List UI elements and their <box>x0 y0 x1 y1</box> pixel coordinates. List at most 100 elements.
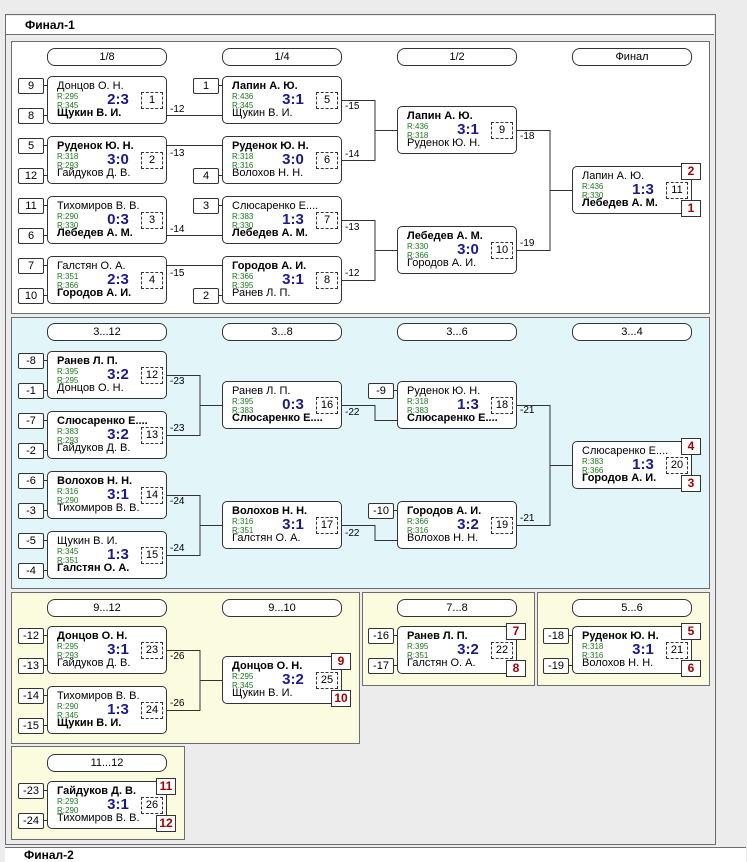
loser-link-label: -23 <box>170 376 185 387</box>
match-number: 9 <box>491 122 513 139</box>
match-card[interactable]: Тихомиров В. В. R:290 R:345 1:3 24 Щукин… <box>47 686 167 734</box>
player-2-rating: R:293 <box>57 161 79 170</box>
match-number: 24 <box>141 702 163 719</box>
seed-box: 4 <box>193 168 219 184</box>
seed-box: 9 <box>18 78 44 94</box>
player-1-rating: R:383 <box>582 457 604 466</box>
match-card[interactable]: Донцов О. Н. R:295 R:345 2:3 1 Щукин В. … <box>47 76 167 124</box>
player-1-name: Лапин А. Ю. <box>232 80 298 92</box>
player-2-rating: R:366 <box>407 251 429 260</box>
player-2-name: Слюсаренко Е.... <box>407 412 498 424</box>
player-1-rating: R:318 <box>232 152 254 161</box>
match-card[interactable]: Лапин А. Ю. R:436 R:330 1:3 11 Лебедев А… <box>572 166 692 214</box>
seed-box: -2 <box>18 443 44 459</box>
player-1-name: Донцов О. Н. <box>57 630 128 642</box>
player-1-rating: R:295 <box>57 642 79 651</box>
player-2-rating: R:345 <box>232 101 254 110</box>
seed-box: -15 <box>18 718 44 734</box>
player-2-rating: R:330 <box>232 221 254 230</box>
player-2-name: Волохов Н. Н. <box>582 657 654 669</box>
player-1-name: Волохов Н. Н. <box>57 475 133 487</box>
place-badge: 8 <box>506 660 526 677</box>
match-card[interactable]: Донцов О. Н. R:295 R:345 3:2 25 Щукин В.… <box>222 656 342 704</box>
player-1-rating: R:345 <box>57 547 79 556</box>
player-1-name: Ранев Л. П. <box>57 355 118 367</box>
loser-link-label: -15 <box>170 268 185 279</box>
player-1-name: Руденок Ю. Н. <box>232 140 309 152</box>
match-card[interactable]: Лапин А. Ю. R:436 R:318 3:1 9 Руденок Ю.… <box>397 106 517 154</box>
seed-box: 8 <box>18 108 44 124</box>
match-card[interactable]: Слюсаренко Е.... R:383 R:293 3:2 13 Гайд… <box>47 411 167 459</box>
match-card[interactable]: Лебедев А. М. R:330 R:366 3:0 10 Городов… <box>397 226 517 274</box>
match-card[interactable]: Волохов Н. Н. R:316 R:290 3:1 14 Тихомир… <box>47 471 167 519</box>
player-1-rating: R:395 <box>57 367 79 376</box>
match-number: 20 <box>666 457 688 474</box>
player-1-rating: R:318 <box>582 642 604 651</box>
match-card[interactable]: Щукин В. И. R:345 R:351 1:3 15 Галстян О… <box>47 531 167 579</box>
player-2-name: Гайдуков Д. В. <box>57 167 131 179</box>
player-2-name: Донцов О. Н. <box>57 382 124 394</box>
match-score: 3:0 <box>107 151 129 168</box>
player-2-rating: R:345 <box>232 681 254 690</box>
match-card[interactable]: Слюсаренко Е.... R:383 R:366 1:3 20 Горо… <box>572 441 692 489</box>
match-number: 26 <box>141 797 163 814</box>
match-score: 3:2 <box>457 516 479 533</box>
match-card[interactable]: Руденок Ю. Н. R:318 R:316 3:0 6 Волохов … <box>222 136 342 184</box>
seed-box: -7 <box>18 413 44 429</box>
player-1-rating: R:436 <box>407 122 429 131</box>
match-card[interactable]: Руденок Ю. Н. R:318 R:293 3:0 2 Гайдуков… <box>47 136 167 184</box>
player-1-name: Ранев Л. П. <box>232 385 291 397</box>
match-card[interactable]: Галстян О. А. R:351 R:366 2:3 4 Городов … <box>47 256 167 304</box>
player-1-rating: R:395 <box>407 642 429 651</box>
round-header-3-8: 3...8 <box>222 323 342 341</box>
player-1-rating: R:366 <box>232 272 254 281</box>
match-card[interactable]: Руденок Ю. Н. R:318 R:383 1:3 18 Слюсаре… <box>397 381 517 429</box>
match-card[interactable]: Тихомиров В. В. R:290 R:330 0:3 3 Лебеде… <box>47 196 167 244</box>
seed-box: -17 <box>368 658 394 674</box>
loser-link-label: -21 <box>520 405 535 416</box>
match-card[interactable]: Городов А. И. R:366 R:395 3:1 8 Ранев Л.… <box>222 256 342 304</box>
match-card[interactable]: Лапин А. Ю. R:436 R:345 3:1 5 Щукин В. И… <box>222 76 342 124</box>
loser-link-label: -23 <box>170 423 185 434</box>
match-card[interactable]: Гайдуков Д. В. R:293 R:290 3:1 26 Тихоми… <box>47 781 167 829</box>
match-card[interactable]: Ранев Л. П. R:395 R:295 3:2 12 Донцов О.… <box>47 351 167 399</box>
place-badge: 6 <box>681 660 701 677</box>
match-card[interactable]: Ранев Л. П. R:395 R:383 0:3 16 Слюсаренк… <box>222 381 342 429</box>
match-card[interactable]: Волохов Н. Н. R:316 R:351 3:1 17 Галстян… <box>222 501 342 549</box>
match-card[interactable]: Донцов О. Н. R:295 R:293 3:1 23 Гайдуков… <box>47 626 167 674</box>
player-2-rating: R:290 <box>57 806 79 815</box>
match-score: 0:3 <box>107 211 129 228</box>
player-2-rating: R:316 <box>232 161 254 170</box>
player-2-rating: R:395 <box>232 281 254 290</box>
match-card[interactable]: Городов А. И. R:366 R:316 3:2 19 Волохов… <box>397 501 517 549</box>
match-number: 10 <box>491 242 513 259</box>
loser-link-label: -26 <box>170 651 185 662</box>
match-card[interactable]: Ранев Л. П. R:395 R:351 3:2 22 Галстян О… <box>397 626 517 674</box>
place-badge: 2 <box>681 163 701 180</box>
seed-box: 10 <box>18 288 44 304</box>
player-1-rating: R:290 <box>57 212 79 221</box>
player-2-rating: R:316 <box>407 526 429 535</box>
loser-link-label: -22 <box>345 407 360 418</box>
match-number: 23 <box>141 642 163 659</box>
match-score: 1:3 <box>632 456 654 473</box>
player-1-name: Галстян О. А. <box>57 260 126 272</box>
match-card[interactable]: Слюсаренко Е.... R:383 R:330 1:3 7 Лебед… <box>222 196 342 244</box>
player-2-rating: R:330 <box>582 191 604 200</box>
round-header-7-8: 7...8 <box>397 599 517 617</box>
match-number: 17 <box>316 517 338 534</box>
seed-box: -24 <box>18 813 44 829</box>
place-badge: 5 <box>681 623 701 640</box>
loser-link-label: -14 <box>345 149 360 160</box>
player-1-rating: R:436 <box>232 92 254 101</box>
player-1-name: Ранев Л. П. <box>407 630 468 642</box>
player-2-rating: R:293 <box>57 651 79 660</box>
player-2-name: Городов А. И. <box>582 472 657 484</box>
player-2-name: Ранев Л. П. <box>232 287 291 299</box>
player-2-rating: R:295 <box>57 376 79 385</box>
match-card[interactable]: Руденок Ю. Н. R:318 R:316 3:1 21 Волохов… <box>572 626 692 674</box>
seed-box: 7 <box>18 258 44 274</box>
match-score: 3:1 <box>282 91 304 108</box>
player-1-name: Волохов Н. Н. <box>232 505 308 517</box>
player-2-rating: R:351 <box>57 556 79 565</box>
